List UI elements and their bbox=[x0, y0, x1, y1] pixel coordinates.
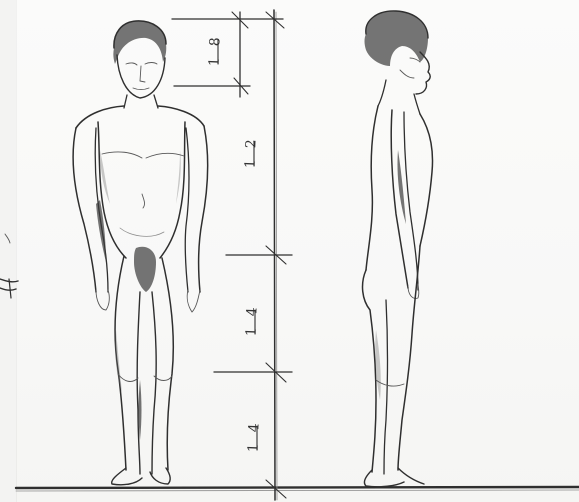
svg-text:1: 1 bbox=[207, 57, 223, 66]
svg-text:1: 1 bbox=[244, 327, 260, 336]
svg-text:2: 2 bbox=[243, 139, 259, 148]
svg-text:8: 8 bbox=[207, 37, 223, 46]
side-view-figure bbox=[363, 11, 433, 487]
svg-text:1: 1 bbox=[243, 159, 259, 168]
fraction-one-eighth: 1 8 bbox=[207, 37, 224, 66]
front-view-figure bbox=[73, 21, 207, 485]
svg-text:4: 4 bbox=[244, 307, 260, 317]
ground-line bbox=[16, 487, 579, 491]
fraction-one-quarter-upper: 1 4 bbox=[244, 307, 261, 337]
fraction-one-half: 1 2 bbox=[243, 139, 260, 168]
margin-pencil-marks bbox=[0, 234, 18, 298]
fraction-labels: 1 8 1 2 1 4 1 4 bbox=[207, 37, 263, 452]
fraction-one-quarter-lower: 1 4 bbox=[246, 423, 263, 453]
svg-text:4: 4 bbox=[246, 423, 262, 433]
svg-text:1: 1 bbox=[246, 443, 262, 452]
